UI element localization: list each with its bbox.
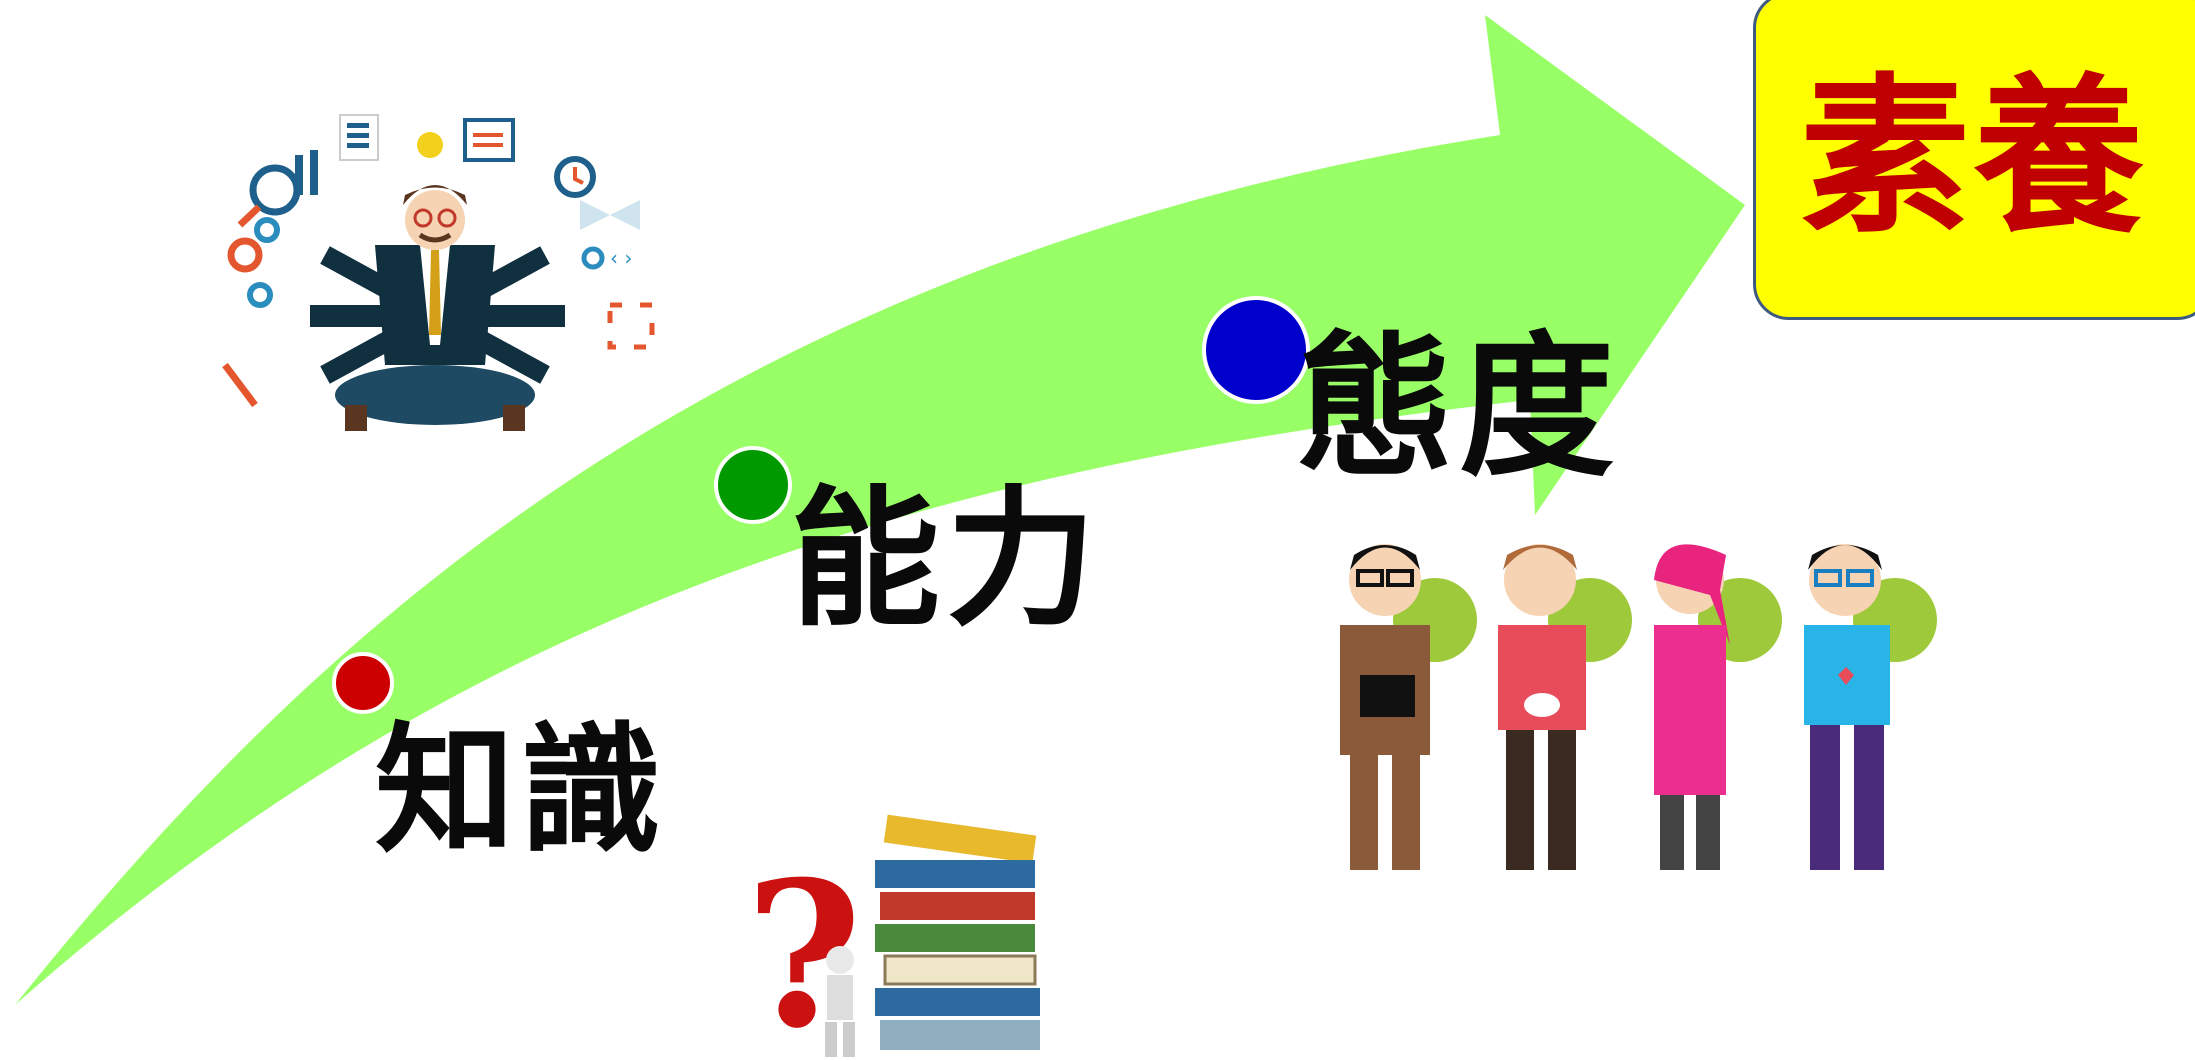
goal-label: 素養 (1800, 57, 2149, 257)
goal-box (1753, 0, 2195, 320)
knowledge-label: 知識 (375, 710, 668, 873)
books-and-question-mark-icon: ? (745, 814, 1040, 1061)
arrow-shape (15, 15, 1745, 1005)
knowledge-dot (332, 652, 394, 714)
attitude-label: 態度 (1298, 317, 1620, 498)
four-people-icon (1340, 544, 1937, 870)
ability-dot (714, 446, 792, 524)
svg-text:‹ ›: ‹ › (610, 246, 632, 270)
multitasking-businessman-icon: ‹ › (222, 114, 655, 431)
ability-label: 能力 (790, 473, 1103, 647)
attitude-dot (1202, 296, 1310, 404)
